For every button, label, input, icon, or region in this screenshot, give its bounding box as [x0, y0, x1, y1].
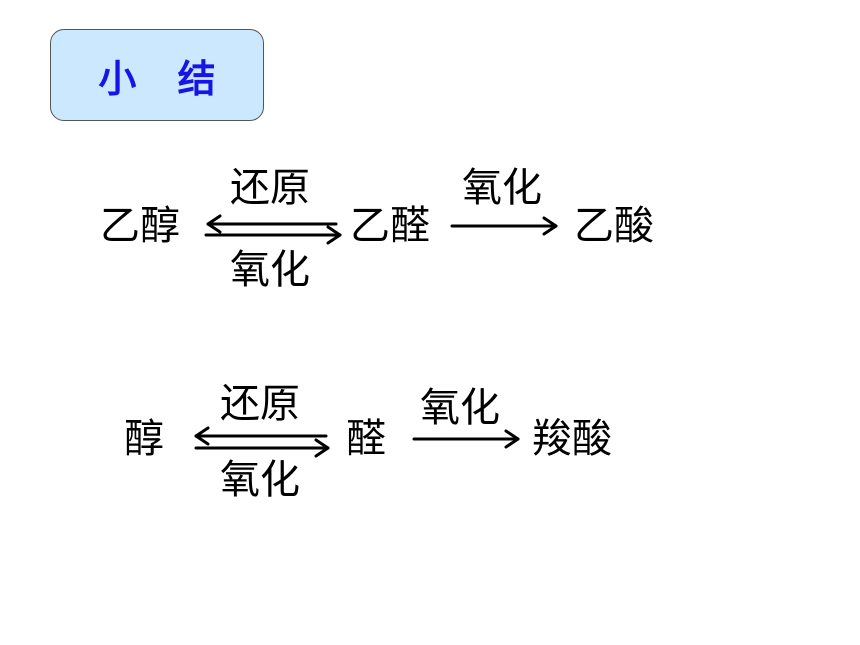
reduction-label-row2: 还原: [220, 381, 300, 427]
summary-title-box: 小 结: [50, 29, 264, 121]
aldehyde-label: 醛: [346, 416, 386, 462]
oxidation-label-row2-right: 氧化: [420, 385, 500, 431]
oxidation-label-row1-bottom: 氧化: [230, 247, 310, 293]
acetaldehyde-label: 乙醛: [350, 203, 430, 249]
ethanol-label: 乙醇: [100, 203, 180, 249]
acetic-acid-label: 乙酸: [574, 203, 654, 249]
row2-oxidation-arrowhead: [314, 438, 330, 458]
row2-reduction-arrowhead: [194, 426, 210, 446]
oxidation-label-row2-bottom: 氧化: [220, 457, 300, 503]
row2-acid-arrowhead: [504, 429, 520, 449]
alcohol-label: 醇: [124, 416, 164, 462]
reduction-label-row1: 还原: [230, 165, 310, 211]
oxidation-label-row1-right: 氧化: [462, 165, 542, 211]
carboxylic-acid-label: 羧酸: [532, 416, 612, 462]
row1-reduction-arrowhead: [206, 214, 222, 234]
row1-oxidation-arrowhead: [326, 225, 342, 245]
row1-acid-arrowhead: [542, 216, 558, 236]
summary-title: 小 结: [98, 56, 230, 101]
